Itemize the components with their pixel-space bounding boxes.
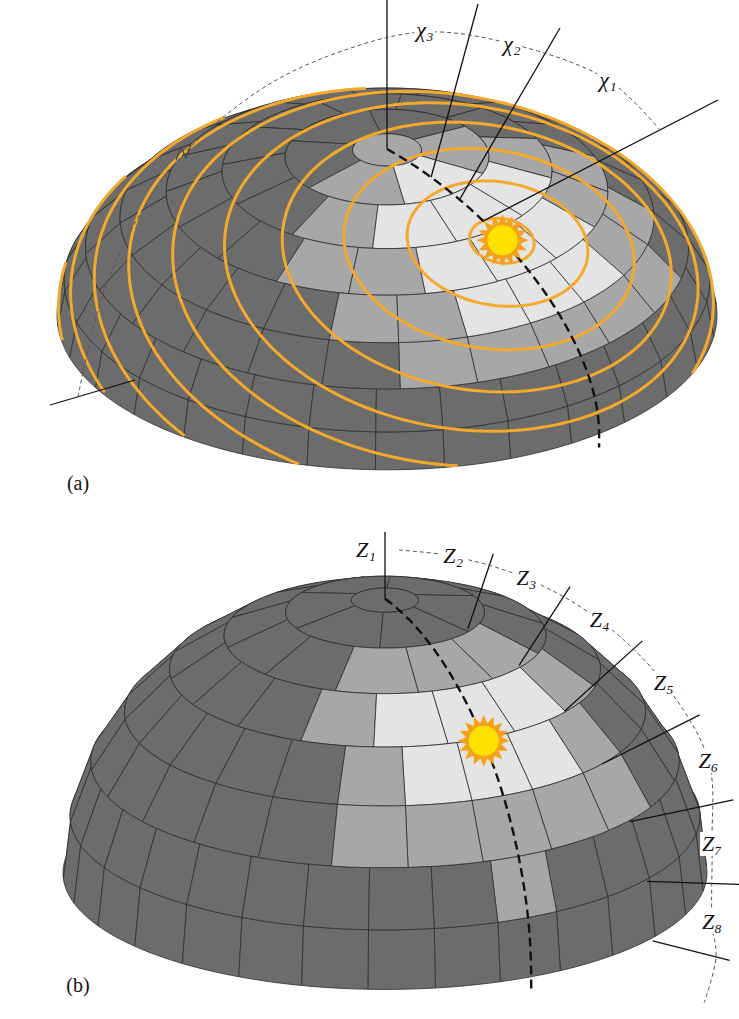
zone-label: Z₄ xyxy=(588,608,612,632)
sun-disc xyxy=(488,225,518,255)
annotations-b xyxy=(385,532,739,1003)
iso-angle-ring xyxy=(129,88,366,464)
sky-patch xyxy=(187,844,252,917)
sky-patch xyxy=(273,739,346,804)
zone-label: Z₆ xyxy=(697,749,721,773)
iso-angle-ring xyxy=(407,181,588,306)
break-mark xyxy=(176,145,191,160)
sky-patch xyxy=(329,293,398,343)
leader-line xyxy=(653,941,730,961)
sky-patch xyxy=(302,926,369,989)
sky-patch xyxy=(373,200,457,248)
sky-patch xyxy=(402,743,472,806)
zone-label: Z₇ xyxy=(700,832,724,856)
leader-line xyxy=(384,532,385,599)
angle-label: χ₂ xyxy=(501,32,522,56)
annotations-a xyxy=(50,0,718,405)
leader-line xyxy=(630,800,734,822)
leader-line xyxy=(564,641,642,711)
sky-patch xyxy=(431,861,498,929)
leader-line xyxy=(50,380,135,405)
sky-patch xyxy=(498,911,561,981)
panel-label: (b) xyxy=(64,974,91,996)
iso-angle-ring xyxy=(344,148,634,349)
iso-angle-ring xyxy=(282,122,671,392)
sky-patch xyxy=(338,746,406,806)
zone-label: Z₁ xyxy=(354,538,378,562)
iso-angle-ring xyxy=(59,262,66,340)
iso-angle-ring xyxy=(224,103,698,431)
panel-label: (a) xyxy=(65,472,91,494)
sun-meridian xyxy=(385,599,531,991)
zone-label: Z₈ xyxy=(700,910,724,934)
sun-disc xyxy=(469,726,499,756)
angle-arc xyxy=(78,32,660,397)
sun-rays xyxy=(477,214,529,266)
sky-patch xyxy=(335,646,418,693)
sky-patch xyxy=(434,922,500,988)
sky-patch xyxy=(322,340,400,389)
sky-patch xyxy=(374,691,448,747)
sky-patch xyxy=(368,928,435,989)
leader-line xyxy=(460,28,560,200)
leader-line xyxy=(647,881,739,884)
angle-label: χ₃ xyxy=(414,18,435,42)
sky-patch xyxy=(349,247,426,295)
zone-label: Z₅ xyxy=(652,671,676,695)
sky-patch xyxy=(301,689,377,747)
sky-patch xyxy=(303,864,369,930)
leader-line xyxy=(519,587,570,666)
sky-patch xyxy=(472,789,552,861)
sky-patch xyxy=(239,917,304,985)
zone-arc xyxy=(399,550,716,1003)
sky-patch xyxy=(258,797,337,866)
sun-rays xyxy=(458,715,510,767)
leader-line xyxy=(483,100,718,221)
leader-line xyxy=(431,4,478,177)
iso-angle-ring xyxy=(173,91,714,465)
angle-label: χ₁ xyxy=(597,68,618,92)
dome-b xyxy=(63,576,707,991)
iso-angle-ring xyxy=(71,176,126,392)
zone-label: Z₃ xyxy=(515,566,539,590)
zone-label: Z₂ xyxy=(441,544,465,568)
sky-patch xyxy=(331,804,408,867)
sky-patch xyxy=(369,866,435,929)
iso-angle-ring xyxy=(94,117,224,435)
sky-patch xyxy=(405,801,483,868)
sun-meridian xyxy=(387,149,599,448)
leader-line xyxy=(386,0,387,149)
leader-line xyxy=(602,715,700,764)
sky-patch xyxy=(242,856,309,926)
